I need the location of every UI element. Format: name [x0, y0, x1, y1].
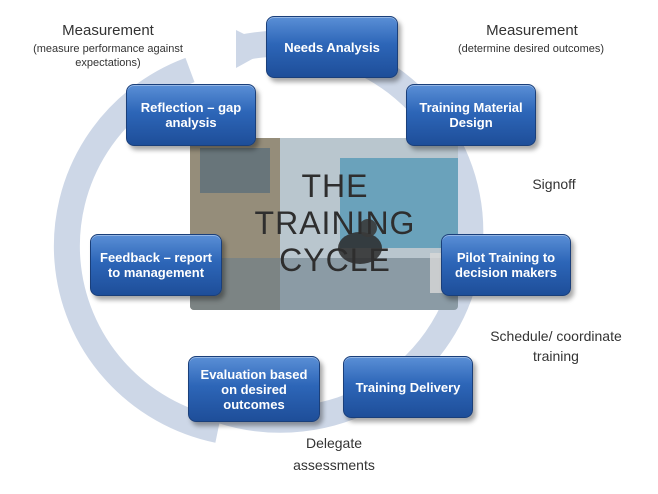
signoff-label: Signoff — [532, 176, 576, 192]
ring-arrowhead — [236, 30, 272, 68]
center-title-line: CYCLE — [279, 242, 391, 278]
center-title-line: THE — [301, 168, 369, 204]
stage-feedback[interactable]: Feedback – report to management — [90, 234, 222, 296]
measurement-right-detail: (determine desired outcomes) — [457, 43, 605, 55]
stage-reflection[interactable]: Reflection – gap analysis — [126, 84, 256, 146]
measurement-left-title: Measurement — [62, 22, 154, 39]
stage-pilot-training[interactable]: Pilot Training to decision makers — [441, 234, 571, 296]
stage-training-material-design[interactable]: Training Material Design — [406, 84, 536, 146]
schedule-label: Schedule/ coordinate training — [490, 328, 622, 364]
stage-training-delivery[interactable]: Training Delivery — [343, 356, 473, 418]
measurement-right-title: Measurement — [486, 22, 578, 39]
delegate-label: Delegate assessments — [293, 435, 375, 473]
center-title-line: TRAINING — [254, 205, 416, 241]
measurement-left-detail: (measure performance against expectation… — [33, 43, 183, 69]
stage-evaluation[interactable]: Evaluation based on desired outcomes — [188, 356, 320, 422]
stage-needs-analysis[interactable]: Needs Analysis — [266, 16, 398, 78]
center-title: THE TRAINING CYCLE — [200, 168, 470, 279]
